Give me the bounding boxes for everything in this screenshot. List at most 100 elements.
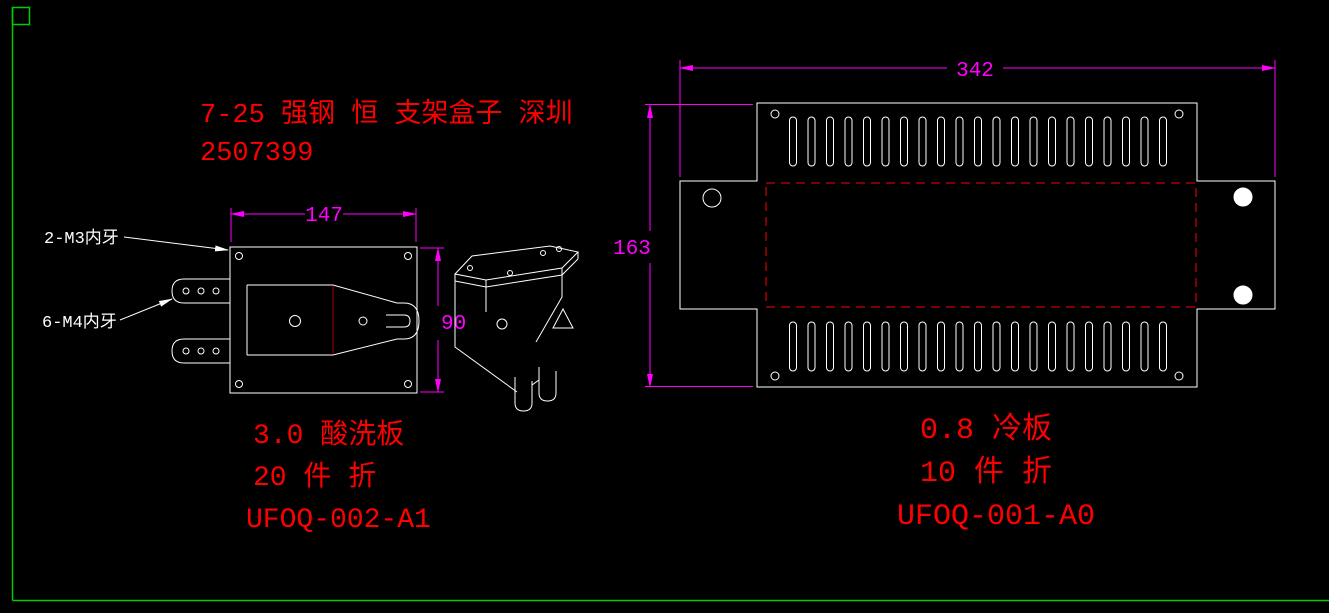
vent-slot: [992, 116, 1001, 167]
mounting-tab: [171, 278, 230, 304]
drawing-frame: [11, 6, 1329, 602]
iso-web-hole: [496, 318, 508, 330]
left-callouts: 2-M3内牙 6-M4内牙: [42, 228, 229, 333]
left-plate-outline: [229, 246, 418, 394]
vent-slot: [992, 321, 1001, 372]
right-dim-height: 163: [613, 104, 753, 388]
vent-slot: [789, 116, 797, 167]
wing-hole-filled: [1233, 187, 1253, 207]
profile-bottom-edge: [247, 338, 398, 356]
mounting-tab: [171, 338, 230, 364]
iso-hole: [507, 270, 513, 276]
dim-value-147: 147: [305, 205, 343, 228]
vent-slot: [1159, 321, 1167, 372]
dim-value-342: 342: [956, 60, 994, 83]
vent-slot: [807, 116, 816, 167]
vent-slot: [844, 321, 853, 372]
left-part-number: UFOQ-002-A1: [246, 505, 431, 536]
vent-slot: [1085, 321, 1093, 372]
profile-hole: [358, 316, 368, 326]
vent-slot: [900, 116, 908, 167]
vent-slot: [826, 321, 834, 372]
profile-top-edge: [247, 284, 398, 304]
vent-slot: [1140, 116, 1149, 167]
iso-foot-edge: [531, 379, 540, 386]
vent-slot: [918, 321, 927, 372]
corner-hole: [404, 252, 412, 260]
vent-slot: [1122, 116, 1130, 167]
vent-slot-row-top: [789, 116, 1167, 167]
tab-hole: [212, 287, 220, 295]
vent-slot: [937, 116, 945, 167]
wing-hole: [702, 188, 722, 208]
vent-slot: [1011, 116, 1019, 167]
tab-hole: [182, 287, 190, 295]
wing-hole-filled: [1233, 285, 1253, 305]
vent-slot: [974, 321, 982, 372]
vent-slot: [1048, 116, 1056, 167]
warning-triangle-icon: [552, 307, 574, 329]
vent-slot-row-bottom: [789, 321, 1167, 372]
iso-flange-bottom-edge: [454, 258, 579, 288]
vent-slot: [844, 116, 853, 167]
drawing-order-number: 2507399: [200, 139, 313, 169]
vent-slot: [1103, 321, 1112, 372]
profile-fork-outline: [397, 302, 420, 340]
left-dim-width: 147: [230, 205, 417, 242]
iso-flange-thickness: [454, 252, 579, 287]
right-caption-block: 0.8 冷板 10 件 折 UFOQ-001-A0: [897, 412, 1095, 534]
iso-hole: [467, 265, 473, 271]
iso-web-left-bottom: [454, 281, 518, 393]
left-caption-block: 3.0 酸洗板 20 件 折 UFOQ-002-A1: [246, 418, 431, 536]
vent-slot: [918, 116, 927, 167]
vent-slot: [974, 116, 982, 167]
right-part-geometry: [679, 102, 1276, 388]
iso-view: [454, 245, 580, 412]
vent-slot: [1066, 116, 1075, 167]
thread-label-m3: 2-M3内牙: [44, 228, 119, 249]
leader-line: [119, 298, 173, 321]
corner-hole: [770, 371, 780, 381]
drawing-title: 7-25 强钢 恒 支架盒子 深圳: [200, 98, 573, 131]
vent-slot: [1048, 321, 1056, 372]
vent-slot: [1103, 116, 1112, 167]
iso-web-right-edge: [535, 275, 563, 343]
tab-hole: [212, 347, 220, 355]
tab-hole: [197, 347, 205, 355]
vent-slot: [1029, 321, 1038, 372]
corner-hole: [1174, 371, 1184, 381]
right-plate-outline: [679, 102, 1276, 388]
profile-hole: [289, 315, 301, 327]
iso-hole: [556, 246, 562, 252]
vent-slot: [937, 321, 945, 372]
vent-slot: [1140, 321, 1149, 372]
right-bend-lines: [765, 182, 1197, 308]
vent-slot: [955, 116, 964, 167]
thread-label-m4: 6-M4内牙: [42, 312, 117, 333]
tab-hole: [182, 347, 190, 355]
profile-fork-slot: [386, 314, 411, 328]
iso-foot: [514, 377, 533, 412]
left-part-geometry: [171, 246, 420, 394]
iso-hole: [540, 250, 546, 256]
vent-slot: [900, 321, 908, 372]
corner-hole: [404, 380, 412, 388]
vent-slot: [1066, 321, 1075, 372]
right-part-number: UFOQ-001-A0: [897, 500, 1095, 534]
left-quantity-label: 20 件 折: [253, 460, 376, 494]
vent-slot: [1159, 116, 1167, 167]
right-material-label: 0.8 冷板: [920, 412, 1052, 448]
corner-hole: [1174, 109, 1184, 119]
frame-corner-box: [11, 6, 31, 26]
vent-slot: [863, 116, 871, 167]
corner-hole: [235, 252, 243, 260]
vent-slot: [881, 116, 890, 167]
vent-slot: [863, 321, 871, 372]
left-material-label: 3.0 酸洗板: [253, 418, 404, 452]
vent-slot: [1122, 321, 1130, 372]
dim-value-90: 90: [441, 313, 466, 336]
tab-hole: [197, 287, 205, 295]
right-dim-width: 342: [679, 60, 1276, 177]
